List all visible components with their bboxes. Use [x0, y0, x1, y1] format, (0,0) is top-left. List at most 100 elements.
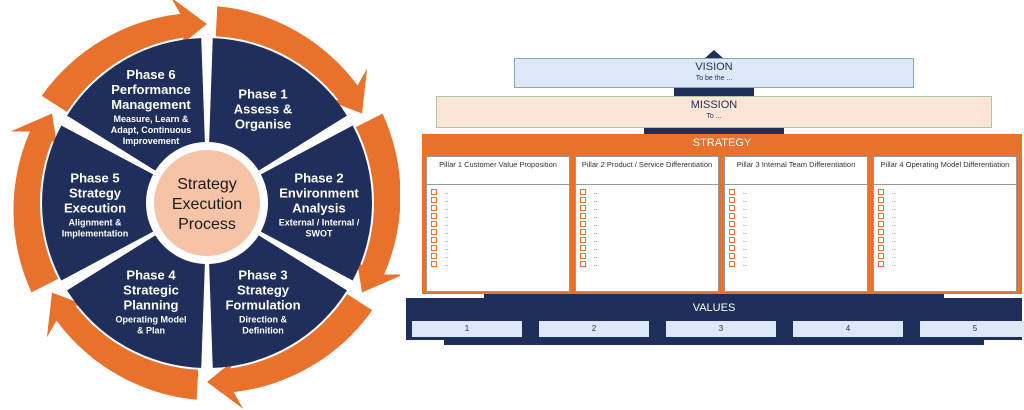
- center-label-line: Process: [178, 216, 236, 233]
- phase-title-line: Organise: [235, 117, 291, 132]
- checkbox-bullet-icon: [580, 229, 586, 236]
- pillar-bullet: ..: [431, 229, 569, 237]
- pillar-bullet: ..: [580, 229, 718, 237]
- phase-subtitle-line: Adapt, Continuous: [111, 125, 192, 135]
- checkbox-bullet-icon: [729, 253, 735, 260]
- strategy-roof: [644, 128, 784, 134]
- pillar-bullet-text: ..: [743, 254, 747, 260]
- pillar-bullet-text: ..: [445, 198, 449, 204]
- checkbox-bullet-icon: [729, 229, 735, 236]
- checkbox-bullet-icon: [431, 261, 437, 268]
- pillar-bullet-text: ..: [594, 262, 598, 268]
- center-label-line: Strategy: [177, 176, 237, 193]
- strategy-pillar: Pillar 1 Customer Value Proposition.....…: [426, 156, 570, 292]
- pillar-bullet-text: ..: [445, 190, 449, 196]
- checkbox-bullet-icon: [580, 197, 586, 204]
- pillar-bullet: ..: [431, 205, 569, 213]
- phase-segment: [209, 235, 347, 368]
- checkbox-bullet-icon: [431, 189, 437, 196]
- phase-title-line: Planning: [124, 297, 179, 312]
- pillar-bullet: ..: [878, 237, 1016, 245]
- pillar-bullet-text: ..: [594, 230, 598, 236]
- checkbox-bullet-icon: [878, 221, 884, 228]
- phase-title-line: Management: [111, 97, 191, 112]
- phase-subtitle-line: Implementation: [62, 229, 129, 239]
- phase-segment: [67, 38, 205, 171]
- pillar-bullet: ..: [878, 205, 1016, 213]
- pillar-bullet-text: ..: [594, 246, 598, 252]
- checkbox-bullet-icon: [878, 229, 884, 236]
- checkbox-bullet-icon: [729, 197, 735, 204]
- house-base: [444, 340, 984, 345]
- checkbox-bullet-icon: [878, 189, 884, 196]
- pillar-bullet-text: ..: [594, 254, 598, 260]
- pillar-bullet: ..: [878, 229, 1016, 237]
- phase-segment: [41, 125, 154, 281]
- checkbox-bullet-icon: [431, 221, 437, 228]
- pillar-bullet-text: ..: [743, 190, 747, 196]
- phase-subtitle-line: Direction &: [239, 314, 288, 324]
- phase-segment: [67, 235, 205, 368]
- phase-subtitle-line: Measure, Learn &: [113, 114, 189, 124]
- pillar-bullet-text: ..: [892, 254, 896, 260]
- phase-title-line: Phase 1: [238, 87, 287, 102]
- phase-title-line: Analysis: [292, 201, 345, 216]
- value-cell: 1: [412, 321, 522, 337]
- checkbox-bullet-icon: [431, 245, 437, 252]
- pillar-bullet-text: ..: [594, 198, 598, 204]
- phase-subtitle-line: Operating Model: [115, 314, 186, 324]
- phase-title-line: Phase 6: [126, 67, 175, 82]
- pillar-bullet: ..: [580, 221, 718, 229]
- pillar-bullet: ..: [431, 237, 569, 245]
- pillar-bullet-text: ..: [892, 238, 896, 244]
- pillar-bullet: ..: [878, 245, 1016, 253]
- pillar-bullet-list: ....................: [729, 189, 867, 269]
- pillar-bullet-text: ..: [892, 222, 896, 228]
- checkbox-bullet-icon: [878, 261, 884, 268]
- pillar-bullet-text: ..: [594, 190, 598, 196]
- pillar-bullet-text: ..: [743, 214, 747, 220]
- pillar-bullet: ..: [729, 229, 867, 237]
- checkbox-bullet-icon: [580, 253, 586, 260]
- phase-subtitle-line: External / Internal /: [279, 218, 360, 228]
- phase-title-line: Phase 3: [238, 267, 287, 282]
- pillar-bullet-text: ..: [743, 206, 747, 212]
- pillar-bullet: ..: [580, 197, 718, 205]
- cycle-ring-arrow: [46, 292, 199, 400]
- strategy-pillar: Pillar 2 Product / Service Differentiati…: [575, 156, 719, 292]
- pillar-bullet-list: ....................: [580, 189, 718, 269]
- phase-subtitle-line: Definition: [242, 325, 284, 335]
- pillar-bullet: ..: [580, 213, 718, 221]
- checkbox-bullet-icon: [580, 205, 586, 212]
- checkbox-bullet-icon: [729, 245, 735, 252]
- phase-title-line: Phase 2: [294, 171, 343, 186]
- pillar-bullet-text: ..: [892, 246, 896, 252]
- phase-subtitle-line: SWOT: [306, 229, 333, 239]
- pillar-bullet-text: ..: [594, 214, 598, 220]
- pillar-bullet: ..: [878, 221, 1016, 229]
- checkbox-bullet-icon: [878, 213, 884, 220]
- phase-title-line: Performance: [111, 82, 190, 97]
- strategy-pillar: Pillar 3 Internal Team Differentiation..…: [724, 156, 868, 292]
- phase-title-line: Formulation: [225, 297, 300, 312]
- pillar-bullet: ..: [729, 189, 867, 197]
- pillar-bullet-text: ..: [892, 262, 896, 268]
- pillar-bullet: ..: [431, 221, 569, 229]
- pillar-bullet: ..: [729, 221, 867, 229]
- pillar-bullet-text: ..: [445, 206, 449, 212]
- pillar-bullet: ..: [580, 189, 718, 197]
- phase-title-line: Phase 5: [70, 171, 119, 186]
- cycle-ring-arrow: [10, 113, 59, 293]
- checkbox-bullet-icon: [431, 213, 437, 220]
- checkbox-bullet-icon: [580, 237, 586, 244]
- pillar-bullet-text: ..: [594, 206, 598, 212]
- pillar-title: Pillar 1 Customer Value Proposition: [427, 157, 569, 185]
- pillar-bullet-text: ..: [445, 246, 449, 252]
- pillar-bullet-text: ..: [445, 262, 449, 268]
- phase-segment: [260, 125, 372, 281]
- value-cell: 2: [539, 321, 649, 337]
- pillar-title: Pillar 2 Product / Service Differentiati…: [576, 157, 718, 185]
- checkbox-bullet-icon: [729, 221, 735, 228]
- checkbox-bullet-icon: [431, 197, 437, 204]
